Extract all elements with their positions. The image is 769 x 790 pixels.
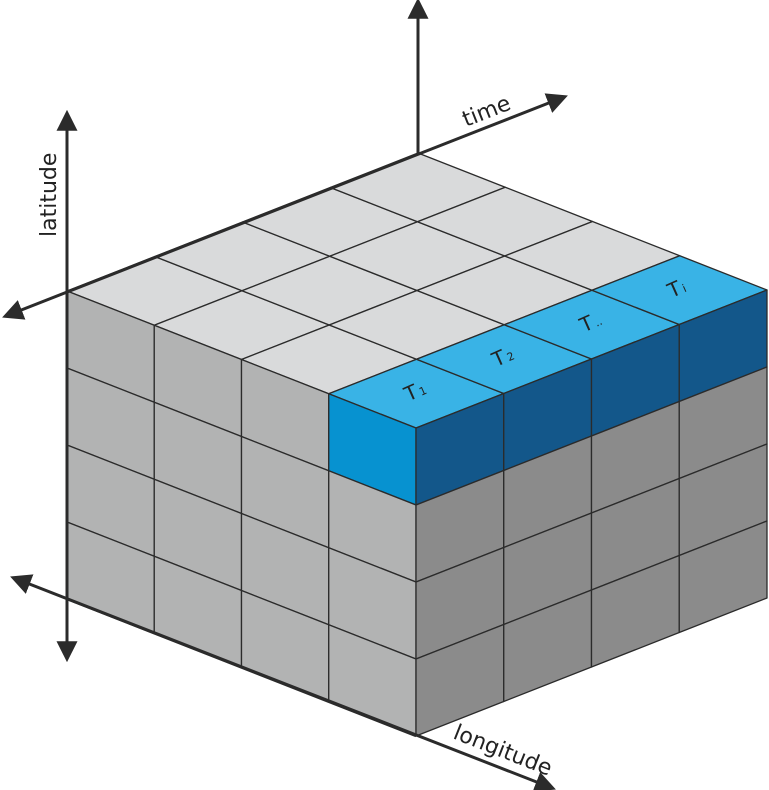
time-step-subscript: .. bbox=[593, 315, 605, 330]
longitude-axis bbox=[10, 574, 556, 790]
time-step-subscript: 1 bbox=[417, 384, 429, 399]
time-step-subscript: 2 bbox=[505, 349, 517, 364]
time-step-subscript: i bbox=[680, 282, 688, 295]
side-cell bbox=[678, 520, 768, 634]
latitude-label: latitude bbox=[37, 153, 62, 237]
axes bbox=[2, 0, 568, 790]
time-axis bbox=[2, 93, 568, 320]
longitude-label: longitude bbox=[450, 720, 556, 781]
cube-cells bbox=[66, 152, 768, 738]
